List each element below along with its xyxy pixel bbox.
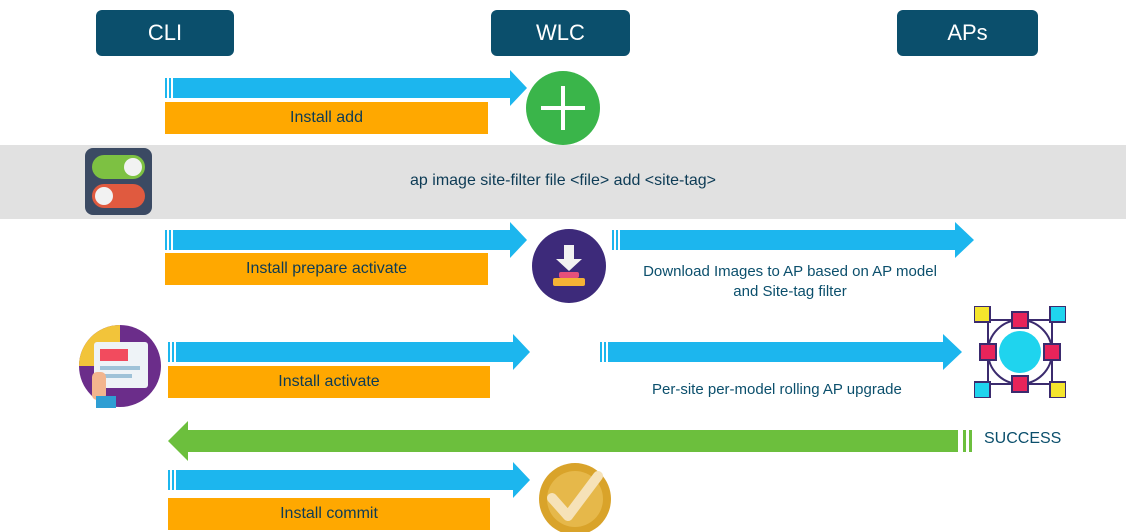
rolling-upgrade-arrow <box>600 334 962 370</box>
install-commit-bar: Install commit <box>168 498 490 530</box>
aps-header: APs <box>897 10 1038 56</box>
install-activate-bar: Install activate <box>168 366 490 398</box>
rolling-upgrade-caption: Per-site per-model rolling AP upgrade <box>652 381 902 398</box>
install-activate-arrow <box>168 334 530 370</box>
check-circle-icon <box>539 463 611 532</box>
download-to-ap-arrow <box>612 222 974 258</box>
success-return-arrow <box>168 421 972 461</box>
site-filter-command: ap image site-filter file <file> add <si… <box>410 172 716 189</box>
wlc-header: WLC <box>491 10 630 56</box>
touch-screen-icon <box>79 325 161 408</box>
plus-circle-icon <box>526 71 600 145</box>
install-add-bar: Install add <box>165 102 488 134</box>
download-icon <box>532 229 606 303</box>
command-band <box>0 145 1126 219</box>
network-nodes-icon <box>974 306 1066 398</box>
cli-header: CLI <box>96 10 234 56</box>
download-caption: Download Images to AP based on AP model … <box>643 263 937 300</box>
install-prepare-activate-arrow <box>165 222 527 258</box>
install-add-arrow <box>165 70 527 106</box>
install-commit-arrow <box>168 462 530 498</box>
install-prepare-activate-bar: Install prepare activate <box>165 253 488 285</box>
success-label: SUCCESS <box>984 430 1062 447</box>
toggle-switch-icon <box>85 148 152 215</box>
